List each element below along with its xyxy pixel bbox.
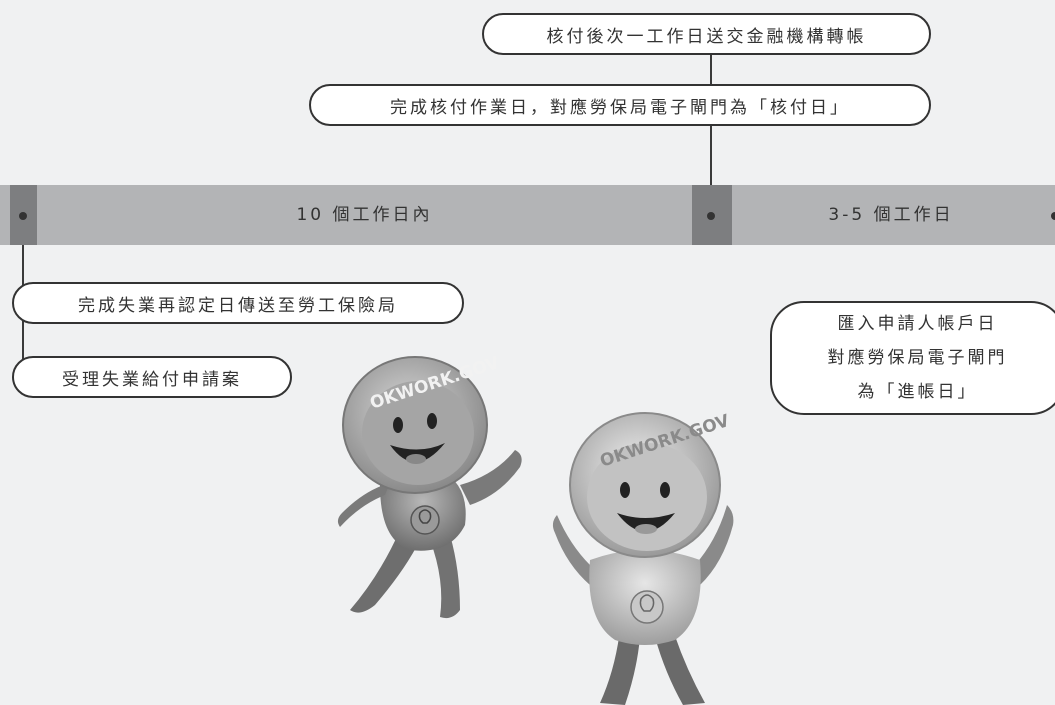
mascot-cheering: OKWORK.GOV (552, 411, 734, 705)
callout-transfer: 核付後次一工作日送交金融機構轉帳 (482, 13, 931, 55)
mascot-jumping: OKWORK.GOV (337, 355, 522, 619)
timeline-bar (0, 185, 1055, 245)
timeline-dot-end (1051, 212, 1055, 220)
callout-recertification: 完成失業再認定日傳送至勞工保險局 (12, 282, 464, 324)
callout-deposit-date: 匯入申請人帳戶日 對應勞保局電子閘門 為「進帳日」 (770, 301, 1055, 415)
timeline-dot-middle (707, 212, 715, 220)
callout-deposit-line-2: 對應勞保局電子閘門 (827, 348, 1008, 368)
segment-2-label: 3-5 個工作日 (828, 205, 954, 225)
segment-1-label: 10 個工作日內 (296, 205, 433, 225)
callout-application: 受理失業給付申請案 (12, 356, 292, 398)
callout-deposit-line-1: 匯入申請人帳戶日 (837, 314, 998, 334)
callout-deposit-line-3: 為「進帳日」 (857, 382, 978, 402)
callout-payment-date: 完成核付作業日，對應勞保局電子閘門為「核付日」 (309, 84, 931, 126)
timeline-dot-start (19, 212, 27, 220)
